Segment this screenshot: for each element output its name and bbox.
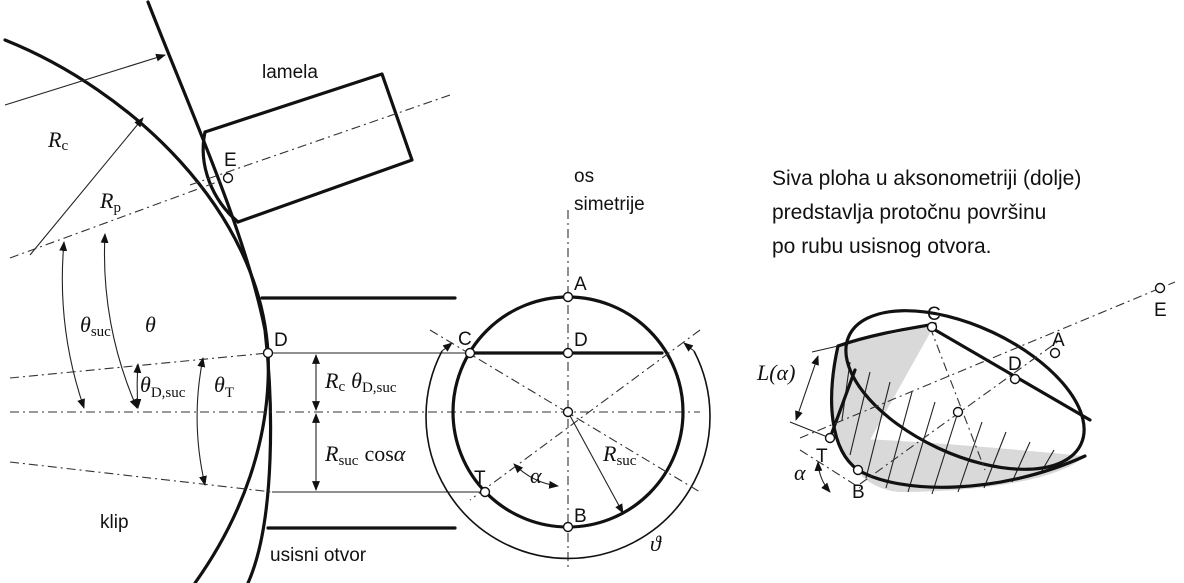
stator-outline [146,0,273,583]
label-point-t-middle: T [474,468,486,489]
caption-line-2: predstavlja protočnu površinu [772,201,1046,224]
label-theta-suc: θsuc [80,312,111,340]
axonometric-dash-1 [929,326,986,471]
label-os: os [574,166,594,187]
radius-rsuc-arrow [567,411,624,514]
label-lamela: lamela [262,62,318,83]
point-b-middle [562,521,574,533]
axonometric-lower-edge [830,344,1087,489]
caption-line-1: Siva ploha u aksonometriji (dolje) [772,167,1081,190]
point-t-middle [479,486,491,498]
axonometric-top-edge [836,322,937,348]
vane-tip [201,130,240,224]
point-center-middle [562,406,574,418]
label-alpha-right: α [794,460,806,485]
point-c-middle [464,347,476,359]
radius-rc-arrow [4,53,166,106]
radial-line-t [9,461,273,493]
axonometric-port-ellipse [844,309,1086,471]
alpha-arc-middle [513,463,559,489]
label-vartheta: ϑ [650,531,662,556]
label-klip: klip [100,512,129,533]
rotor-outline [3,38,270,583]
theta-suc-arc [59,241,85,409]
label-point-c-right: C [927,304,941,325]
label-simetrije: simetrije [574,194,645,215]
point-t-right [824,432,836,444]
point-e-right [1154,282,1166,294]
label-usisni-otvor: usisni otvor [270,545,367,566]
label-point-b-right: B [852,482,865,503]
label-point-d-right: D [1008,354,1022,375]
outer-arc-head-left [441,342,453,352]
label-point-e: E [224,150,237,171]
label-rc: Rc [47,127,68,154]
label-point-c-middle: C [458,329,472,350]
radius-rp-arrow [29,117,144,256]
theta-t-arc [196,357,207,486]
point-d-right [1009,373,1021,385]
rotor-stator-group: lamela klip usisni otvor E D Rc Rp θsuc … [3,0,700,583]
port-circle-group: os simetrije A C D T B α Rsuc ϑ [425,166,711,570]
point-c-right [926,321,938,333]
label-point-t-right: T [816,446,828,467]
outer-angle-arc [425,350,711,560]
label-point-d: D [274,330,288,351]
label-rsuc-middle: Rsuc [602,441,637,469]
point-d-left [262,347,274,359]
alpha-arc-right [814,461,831,493]
point-a-middle [562,291,574,303]
label-point-b-middle: B [574,506,587,527]
l-alpha-ext-bottom [789,421,831,439]
axonometric-axis-e [799,281,1176,439]
label-rp: Rp [99,188,121,216]
axonometric-dash-2 [859,339,1061,485]
label-point-e-right: E [1154,300,1167,321]
axonometric-dash-3 [799,449,861,489]
label-l-alpha: L(α) [756,360,795,385]
point-a-right [1049,347,1061,359]
point-d-middle [562,347,574,359]
gray-flow-surface [832,324,935,472]
point-b-right [852,464,864,476]
theta-d-suc-arc [133,363,142,409]
outer-arc-head-right [683,342,695,352]
point-center-right [952,406,964,418]
label-point-a-middle: A [574,274,587,295]
point-e-left [222,172,234,184]
label-alpha-middle: α [530,463,542,488]
l-alpha-dimension [795,355,819,421]
caption-line-3: po rubu usisnog otvora. [772,235,991,258]
axonometric-group: Siva ploha u aksonometriji (dolje) preds… [756,167,1176,503]
radial-line-d [9,352,269,379]
label-theta-t: θT [214,372,234,401]
label-theta: θ [145,312,156,337]
vane-axis [189,94,451,186]
l-alpha-edge [828,368,857,440]
label-point-a-right: A [1052,330,1065,351]
l-alpha-ext-top [811,345,839,353]
theta-arc [100,233,138,409]
label-theta-d-suc: θD,suc [140,372,186,401]
axonometric-chord-c [928,325,1092,422]
vane-body [203,72,414,224]
label-point-d-middle: D [574,330,588,351]
radial-line-e [9,177,229,259]
